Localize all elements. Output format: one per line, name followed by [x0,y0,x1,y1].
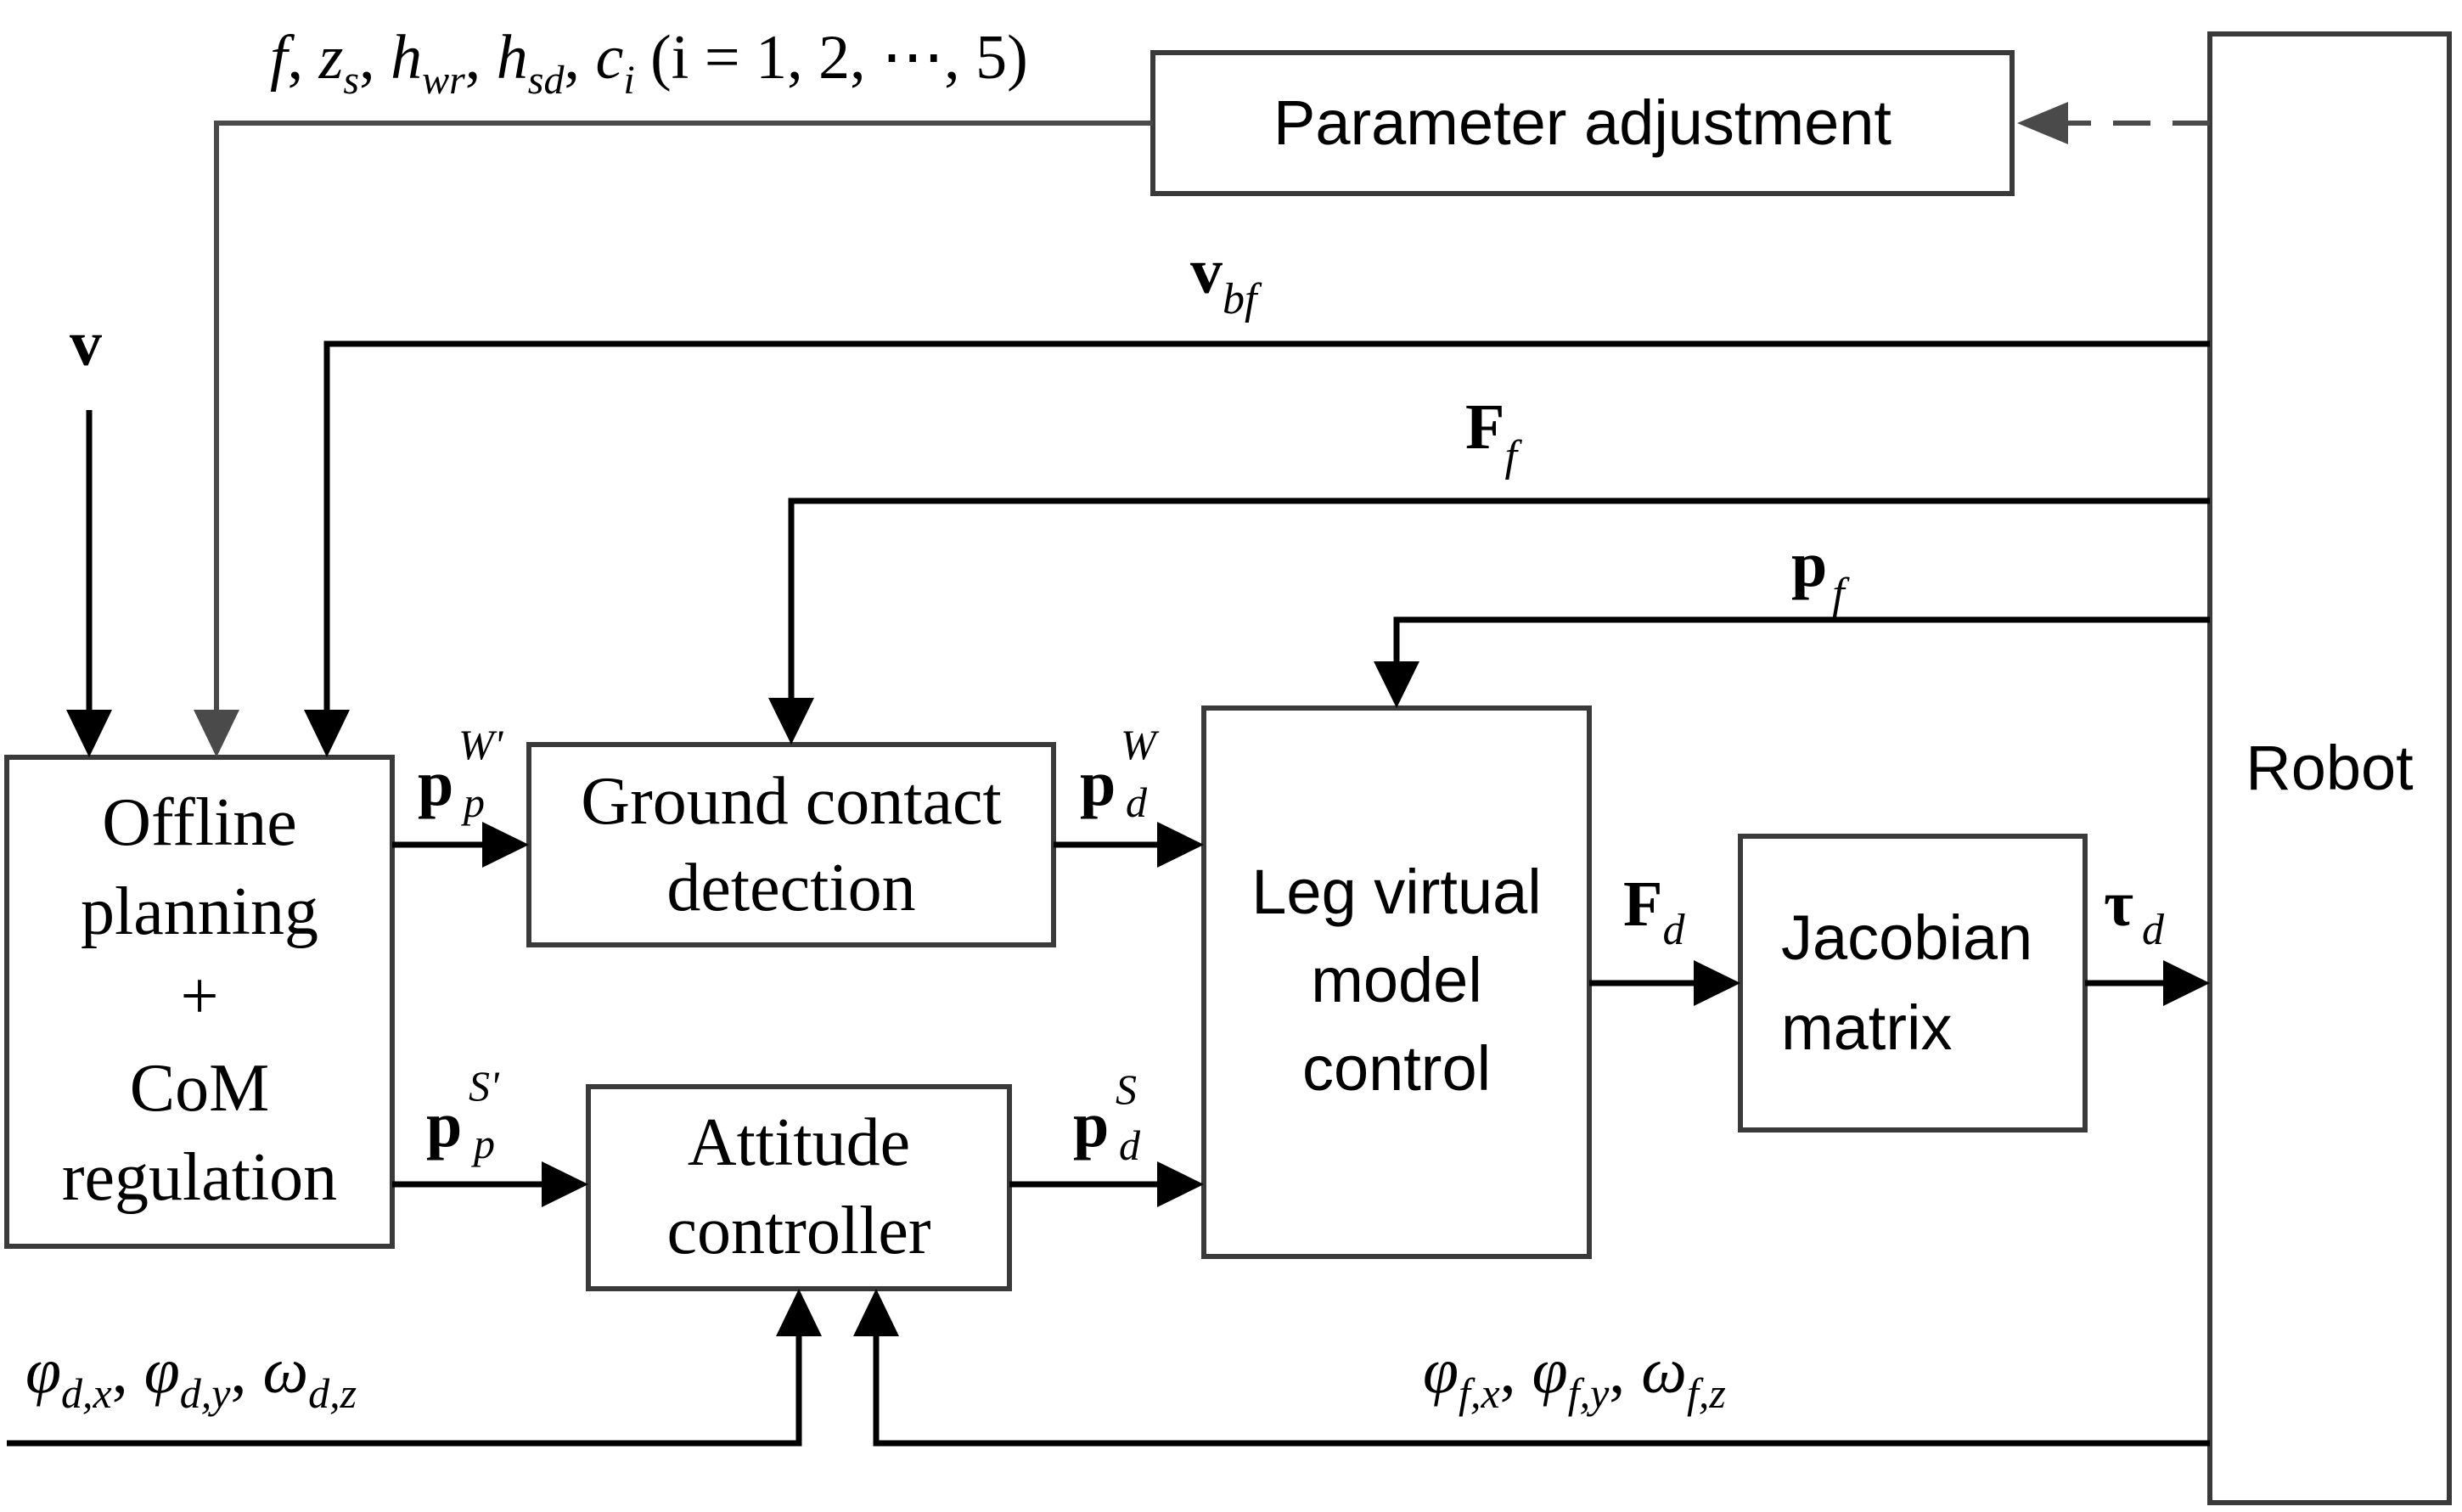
ppS-sub: p [471,1120,495,1167]
offline-planning-line-3: + [180,959,218,1034]
feedback-attitude-line [873,1333,2210,1447]
offline-planning-line-2: planning [81,874,318,949]
pdS-sup: S [1116,1065,1137,1113]
parameter-adjustment-arrowhead [2017,102,2068,144]
parameter-adjustment-block [1150,50,2015,196]
pdW-sub: d [1126,778,1148,826]
parameter-to-offline-arrowhead [194,710,239,757]
Fd-arrowhead [1694,960,1740,1006]
pdW-arrowhead [1157,822,1204,868]
tau-arrowhead [2163,960,2210,1006]
jacobian-matrix-block [1738,834,2088,1133]
feedback-attitude-label: φf,x, φf,y, ωf,z [1423,1335,1726,1417]
robot-block [2207,31,2452,1505]
ppS-label: p [426,1089,462,1161]
vbf-feedback-arrowhead [304,710,350,757]
pdS-label: p [1073,1089,1109,1161]
vbf-label: vbf [1190,236,1262,323]
ppW-label: p [418,748,453,819]
Fd-label: Fd [1623,868,1685,954]
jacobian-line-1: Jacobian [1781,902,2032,973]
ppW-sub: p [461,778,485,826]
desired-attitude-label: φd,x, φd,y, ωd,z [25,1335,357,1417]
Ff-feedback-line [788,497,2210,701]
pdW-label: p [1080,748,1116,819]
leg-virtual-model-control-block [1201,705,1592,1259]
ground-contact-line-2: detection [666,851,915,925]
v-label: v [70,308,102,379]
Ff-label: Ff [1465,391,1522,481]
attitude-controller-line-1: Attitude [688,1105,910,1180]
ppW-arrowhead [482,822,529,868]
parameter-to-offline-line [214,121,1153,713]
desired-attitude-arrowhead [776,1289,822,1336]
ppW-sup: W' [458,721,504,768]
robot-label: Robot [2246,733,2414,803]
leg-vmc-line-3: control [1302,1033,1491,1104]
Ff-feedback-arrowhead [768,698,814,745]
leg-vmc-line-2: model [1311,945,1482,1015]
parameters-label: f, zs, hwr, hsd, ci (i = 1, 2, ⋯, 5) [270,23,1028,103]
offline-planning-line-5: regulation [62,1140,337,1215]
pf-feedback-line [1393,616,2210,665]
attitude-controller-line-2: controller [667,1194,931,1268]
leg-vmc-line-1: Leg virtual [1251,857,1541,927]
desired-attitude-line [7,1333,802,1447]
vbf-feedback-line [323,340,2210,713]
ppS-sup: S' [469,1062,500,1110]
pdS-arrowhead [1157,1161,1204,1207]
pdS-sub: d [1119,1121,1141,1169]
pf-feedback-arrowhead [1374,661,1419,708]
ppS-arrowhead [542,1161,588,1207]
offline-planning-line-4: CoM [130,1051,270,1126]
ground-contact-line-1: Ground contact [581,764,1001,839]
jacobian-line-2: matrix [1781,992,1952,1063]
feedback-attitude-arrowhead [853,1289,899,1336]
v-input-arrowhead [66,710,112,757]
offline-planning-block [4,755,395,1249]
offline-planning-line-1: Offline [102,785,297,860]
parameter-adjustment-label: Parameter adjustment [1273,87,1891,158]
pdW-sup: W [1121,721,1160,768]
